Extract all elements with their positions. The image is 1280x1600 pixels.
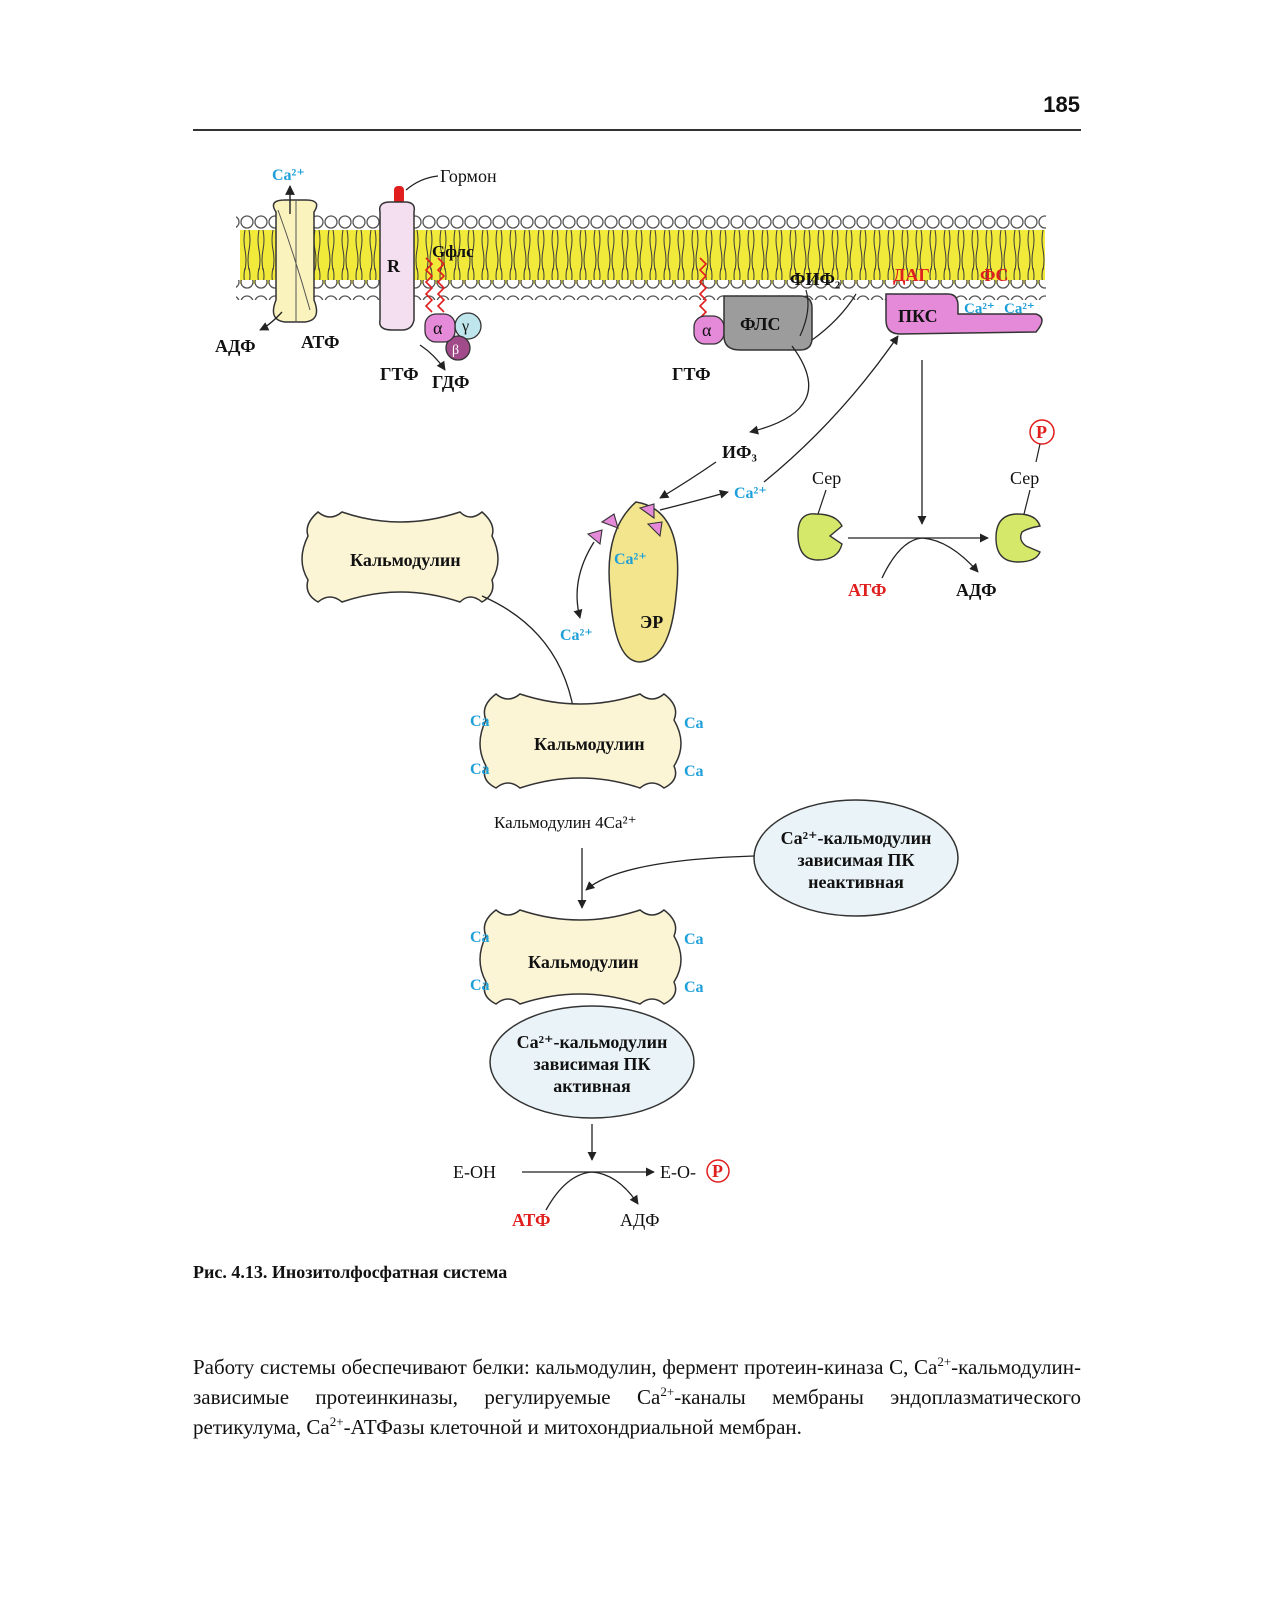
pk-active-line1: Ca²⁺-кальмодулин	[517, 1032, 668, 1052]
ca-symbol-4: Ca	[684, 763, 704, 780]
body-text-3: -каналы мембраны эндоплазматического рет…	[193, 1385, 1082, 1439]
phosphorylated-protein	[995, 513, 1041, 563]
pkc-enzyme	[885, 293, 1043, 335]
gtp-gdp-arrow	[419, 344, 446, 371]
body-text-1: Работу системы обеспечивают белки: кальм…	[193, 1355, 938, 1379]
gtp-right-label: ГТФ	[672, 364, 711, 384]
alpha-2-label: α	[702, 320, 712, 340]
pkc-ca-2: Ca²⁺	[1004, 301, 1035, 317]
ca-symbol-5: Ca	[470, 929, 490, 946]
calmodulin-4ca-label: Кальмодулин 4Ca²⁺	[494, 813, 637, 832]
cell-membrane	[236, 212, 1046, 300]
hormone-label: Гормон	[440, 166, 497, 186]
phosphate-top-label: P	[1036, 422, 1047, 442]
ca-symbol-1: Ca	[470, 713, 490, 730]
header-rule	[193, 129, 1081, 131]
pk-binding-arrow	[585, 855, 755, 891]
dag-label: ДАГ	[893, 265, 930, 285]
gtp-left-label: ГТФ	[380, 364, 419, 384]
phosphate-icon-bottom	[706, 1159, 730, 1183]
pk-active-line2: зависимая ПК	[533, 1054, 650, 1074]
body-text-4: -АТФазы клеточной и митохондриальной мем…	[343, 1415, 802, 1439]
pk-active-line3: активная	[553, 1076, 631, 1096]
e-o-label: Е-О-	[660, 1162, 696, 1182]
atp-adp-arrow-ser	[881, 537, 979, 579]
pkc-label: ПКС	[898, 306, 938, 326]
body-text-2: -кальмодулин-зависимые протеинкиназы, ре…	[193, 1355, 1081, 1409]
phosphate-bottom-label: P	[712, 1161, 723, 1181]
atp-adp-arrow-bottom	[545, 1171, 639, 1211]
adp-bottom-label: АДФ	[620, 1210, 660, 1230]
gdp-left-label: ГДФ	[432, 372, 469, 392]
receptor-label: R	[387, 256, 401, 276]
beta-label: β	[452, 343, 459, 358]
pk-inactive-line1: Ca²⁺-кальмодулин	[781, 828, 932, 848]
ca-to-pkc-arrow	[763, 335, 899, 483]
er-label: ЭР	[640, 612, 663, 632]
plc-label: ФЛС	[740, 314, 781, 334]
g-protein-anchor	[424, 257, 446, 313]
calmodulin-complex-label: Кальмодулин	[528, 952, 639, 972]
plc-enzyme	[723, 295, 813, 351]
alpha-label: α	[433, 318, 443, 338]
atp-to-adp-arrow	[259, 311, 283, 331]
ps-label: ФС	[980, 265, 1008, 285]
substrate-protein	[797, 513, 843, 561]
g-protein-label: Gфлс	[432, 242, 474, 261]
adp-left-label: АДФ	[215, 336, 256, 356]
body-paragraph: Работу системы обеспечивают белки: кальм…	[193, 1352, 1081, 1442]
g-protein-complex	[424, 312, 482, 361]
pkc-ca-1: Ca²⁺	[964, 301, 995, 317]
pk-inactive-line2: зависимая ПК	[797, 850, 914, 870]
ca-symbol-6: Ca	[470, 977, 490, 994]
pk-inactive-line3: неактивная	[808, 872, 904, 892]
atp-left-label: АТФ	[301, 332, 340, 352]
calmodulin-bound-label: Кальмодулин	[534, 734, 645, 754]
ca-symbol-2: Ca	[470, 761, 490, 778]
calmodulin-binding-arrow	[481, 595, 578, 713]
calmodulin-bound	[479, 693, 682, 789]
atp-ser-label: АТФ	[848, 580, 887, 600]
pip2-label: ФИФ₂	[790, 269, 840, 289]
page-number: 185	[1043, 92, 1080, 117]
calmodulin-free	[301, 511, 499, 603]
g-alpha-anchor	[698, 257, 708, 319]
phosphate-icon-top	[1029, 419, 1055, 445]
e-oh-label: Е-ОН	[453, 1162, 496, 1182]
atp-bottom-label: АТФ	[512, 1210, 551, 1230]
ser-right-label: Сер	[1010, 468, 1039, 488]
pk-active	[489, 1005, 695, 1119]
ca-symbol-8: Ca	[684, 979, 704, 996]
ip3-to-er-arrow	[659, 461, 717, 499]
beta-subunit	[445, 335, 471, 361]
ca-symbol-7: Ca	[684, 931, 704, 948]
ca-from-er-label: Ca²⁺	[560, 627, 593, 644]
ca-symbol-3: Ca	[684, 715, 704, 732]
calmodulin-complex	[479, 909, 682, 1005]
ca-channel-label: Ca²⁺	[272, 167, 305, 184]
inositol-phosphate-diagram: Ca²⁺ АДФ АТФ Гормон R Gфлс α γ β ГТФ ГДФ…	[215, 166, 1055, 1230]
gamma-label: γ	[461, 318, 469, 335]
ca-channel	[272, 199, 318, 323]
ca-released-label: Ca²⁺	[734, 485, 767, 502]
ser-left-label: Сер	[812, 468, 841, 488]
ip3-receptors	[586, 503, 663, 546]
alpha-subunit	[424, 313, 456, 343]
er-ca-arrow	[573, 541, 595, 619]
er-ca-label: Ca²⁺	[614, 551, 647, 568]
pk-inactive	[753, 799, 959, 917]
endoplasmic-reticulum	[608, 501, 679, 663]
figure-caption: Рис. 4.13. Инозитолфосфатная система	[193, 1262, 508, 1282]
plc-to-ip3-arrow	[749, 345, 810, 435]
ip3-label: ИФ₃	[722, 442, 757, 462]
calmodulin-free-label: Кальмодулин	[350, 550, 461, 570]
hormone-icon	[394, 186, 404, 204]
body-sup-2: 2+	[660, 1384, 675, 1399]
er-ca-release-arrow	[659, 489, 729, 511]
body-sup-1: 2+	[937, 1354, 952, 1369]
receptor	[378, 201, 416, 331]
body-sup-3: 2+	[329, 1414, 344, 1429]
adp-ser-label: АДФ	[956, 580, 997, 600]
